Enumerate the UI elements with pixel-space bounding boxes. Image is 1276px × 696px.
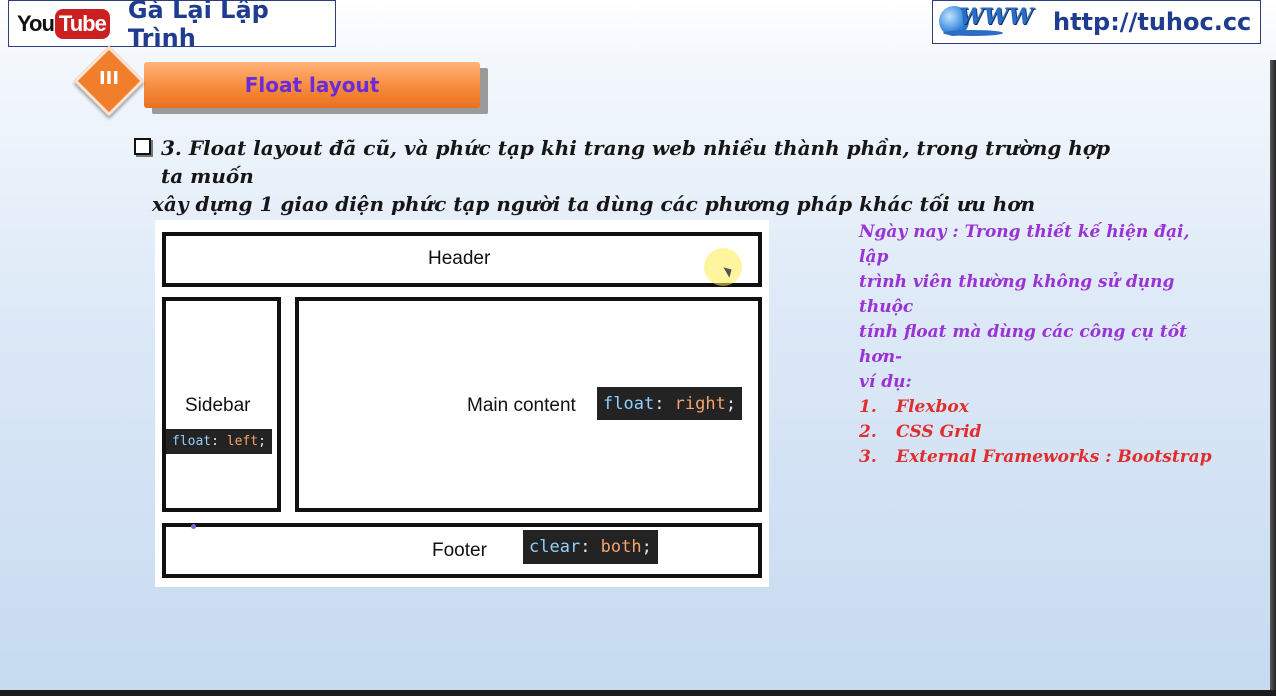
channel-name: Gà Lại Lập Trình — [127, 0, 269, 52]
youtube-logo-tube: Tube — [54, 8, 110, 39]
main-code-float-right: float: right; — [597, 387, 743, 420]
youtube-logo-you: You — [17, 10, 55, 36]
site-url: http://tuhoc.cc — [1053, 8, 1252, 36]
main-content-label: Main content — [467, 395, 576, 416]
sidebar-box — [162, 297, 281, 512]
code-property: clear — [529, 537, 581, 557]
note-intro-line: trình viên thường không sử dụng thuộc — [859, 272, 1175, 317]
footer-code-clear-both: clear: both; — [523, 530, 658, 564]
note-intro-line: Ngày nay : Trong thiết kế hiện đại, lập — [859, 222, 1190, 267]
bullet-line-1: 3. Float layout đã cũ, và phức tạp khi t… — [161, 136, 1111, 188]
list-item-number: 3. — [859, 447, 877, 467]
window-bottom-edge — [0, 690, 1276, 696]
note-intro-line: ví dụ: — [859, 372, 912, 392]
code-value: right — [674, 393, 726, 414]
main-content-box — [295, 297, 762, 512]
header-box — [162, 232, 762, 287]
list-item: 3. External Frameworks : Bootstrap — [859, 445, 1219, 470]
swoosh-decoration — [943, 30, 1003, 36]
float-layout-diagram: Header Sidebar float: left; Main content… — [155, 220, 769, 587]
list-item-label: CSS Grid — [896, 422, 982, 442]
list-item-label: External Frameworks : Bootstrap — [896, 447, 1212, 467]
cursor-highlight — [704, 248, 742, 286]
youtube-logo-icon: You Tube — [17, 8, 110, 39]
window-right-edge — [1270, 60, 1276, 696]
bullet-text: 3. Float layout đã cũ, và phức tạp khi t… — [152, 134, 1114, 218]
code-value: both — [600, 537, 642, 557]
site-url-box: WWW http://tuhoc.cc — [932, 0, 1261, 44]
header-label: Header — [428, 248, 491, 269]
footer-label: Footer — [432, 540, 487, 561]
side-note: Ngày nay : Trong thiết kế hiện đại, lập … — [859, 220, 1219, 470]
alternatives-list: 1. Flexbox 2. CSS Grid 3. External Frame… — [859, 395, 1219, 470]
note-intro: Ngày nay : Trong thiết kế hiện đại, lập … — [859, 220, 1219, 395]
list-item-label: Flexbox — [896, 397, 969, 417]
note-intro-line: tính float mà dùng các công cụ tốt hơn- — [859, 322, 1187, 367]
section-number: III — [98, 68, 120, 89]
footer-box — [162, 523, 762, 578]
section-banner: Float layout III — [70, 45, 488, 124]
section-title: Float layout — [244, 73, 380, 97]
sidebar-label: Sidebar — [185, 395, 251, 416]
list-item: 2. CSS Grid — [859, 420, 1219, 445]
channel-brand-box: You Tube Gà Lại Lập Trình — [8, 0, 336, 52]
www-logo-text: WWW — [959, 4, 1034, 30]
section-title-bar: Float layout — [144, 62, 480, 108]
checkbox-bullet-icon — [134, 138, 151, 155]
code-value: left — [226, 434, 259, 449]
list-item: 1. Flexbox — [859, 395, 1219, 420]
sidebar-code-float-left: float: left; — [166, 429, 272, 454]
list-item-number: 1. — [859, 397, 877, 417]
bullet-point: 3. Float layout đã cũ, và phức tạp khi t… — [134, 134, 1114, 218]
code-property: float — [603, 393, 655, 414]
pen-dot — [191, 524, 196, 529]
bullet-line-2: xây dựng 1 giao diện phức tạp người ta d… — [152, 192, 1036, 216]
www-globe-icon: WWW — [937, 2, 1045, 42]
list-item-number: 2. — [859, 422, 877, 442]
code-property: float — [172, 434, 212, 449]
